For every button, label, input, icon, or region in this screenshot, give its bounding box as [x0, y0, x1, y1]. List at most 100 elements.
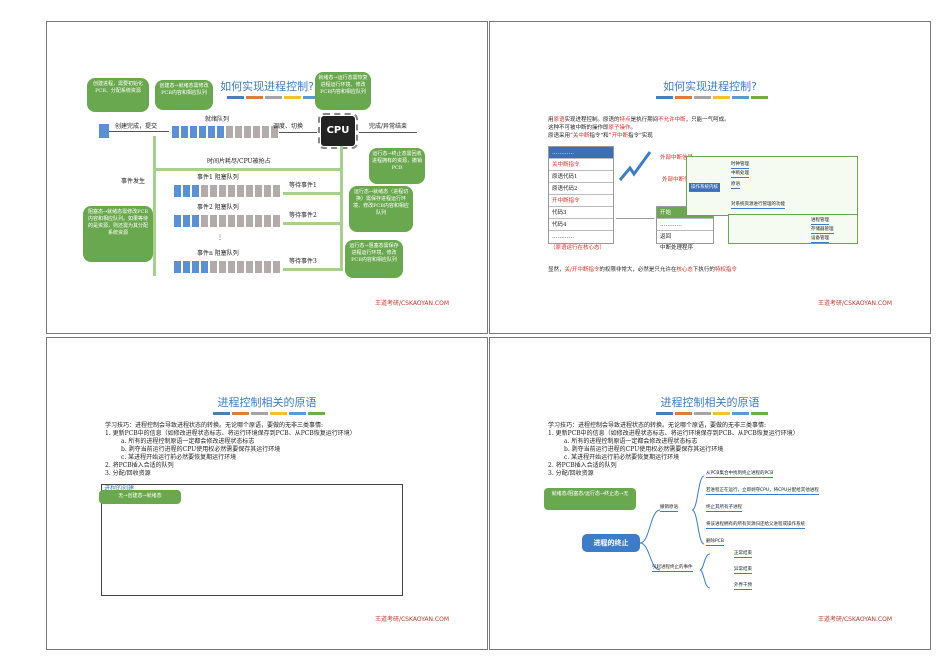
b2-item: 外界干预: [734, 583, 752, 590]
block-queue-n: [173, 260, 281, 274]
branch-1: 撤销原语: [660, 505, 678, 512]
arrow-wait2: [283, 222, 341, 225]
code-line: …………: [552, 234, 574, 240]
ext-signal-2: 外部中断信号: [662, 177, 696, 183]
item-1c: c. 某进程开始运行前必然要恢复期运行环境: [121, 454, 237, 461]
bubble-ready-run: 就绪态→运行态需恢复进程运行环境、修改PCB内容和相应队列: [315, 72, 371, 110]
bubble-block-ready: 阻塞态→就绪态需修改PCB内容和相应队列。如果等待的是资源，则还需为其分配系统资…: [83, 206, 153, 262]
arrow-return: [153, 136, 156, 276]
branch-2: 引起进程终止的事件: [652, 565, 693, 572]
block-queue-1: [173, 184, 281, 198]
label-bq1: 事件1 阻塞队列: [197, 174, 239, 181]
mind-item: 对系统资源进行管理的功能: [731, 202, 785, 209]
item-1c: c. 某进程开始运行前必然要恢复期运行环境: [564, 454, 680, 461]
code-line: 代码4: [549, 219, 613, 231]
item-1b: b. 剥夺当前运行进程的CPU使用权必然需要保存其运行环境: [564, 446, 724, 453]
watermark: 王道考研/CSKAOYAN.COM: [817, 616, 892, 623]
mind-item: 进程管理: [811, 218, 829, 225]
subtitle: 进程的创建: [104, 485, 135, 492]
item-2: 2. 将PCB插入合适的队列: [105, 462, 174, 469]
new-process-block: [99, 124, 109, 138]
dotted-link: [616, 218, 654, 219]
state-bubble: 就绪态/阻塞态/运行态→终止态→无: [544, 488, 636, 510]
item-1b: b. 剥夺当前运行进程的CPU使用权必然需要保存其运行环境: [121, 446, 281, 453]
item-1: 1. 更新PCB中的信息（如修改进程状态标志、将运行环境保存到PCB、从PCB恢…: [105, 430, 356, 437]
label-bqn: 事件n 阻塞队列: [197, 250, 239, 257]
code-line: …………: [549, 147, 613, 159]
kernel-mindmap: 操作系统内核 时钟管理 中断处理 原语 对系统资源进行管理的功能: [686, 156, 858, 216]
item-1a: a. 所有的进程控制原语一定都会修改进程状态标志: [121, 438, 255, 445]
item-1: 1. 更新PCB中的信息（如修改进程状态标志、将运行环境保存到PCB、从PCB恢…: [548, 430, 799, 437]
watermark: 王道考研/CSKAOYAN.COM: [374, 616, 449, 623]
mind-item: 时钟管理: [731, 162, 749, 169]
state-bubble: 无→创建态→就绪态: [99, 490, 181, 504]
item-1a: a. 所有的进程控制原语一定都会修改进程状态标志: [564, 438, 698, 445]
b1-item: 从PCB集合中找到终止进程的PCB: [706, 471, 774, 478]
arrow-wait1: [283, 192, 341, 195]
code-line: 开中断指令: [549, 195, 613, 207]
bubble-run-ready: 运行态→就绪态（进程切换）需保存进程运行环境、修改PCB内容和相应队列: [349, 186, 413, 232]
text-line-2: 这种不可被中断的操作即原子操作。: [548, 125, 637, 131]
tip: 学习技巧：进程控制会导致进程状态的转换。无论哪个原语，要做的无非三类事情:: [105, 422, 324, 429]
item-3: 3. 分配/回收资源: [105, 470, 151, 477]
label-wait3: 等待事件3: [289, 258, 317, 265]
slide-create-primitive[interactable]: 进程控制相关的原语 学习技巧：进程控制会导致进程状态的转换。无论哪个原语，要做的…: [46, 337, 488, 650]
slide-primitive-interrupt[interactable]: 如何实现进程控制? 用原语实现进程控制。原语的特点是执行期间不允许中断，只能一气…: [489, 21, 931, 334]
b1-item: 若进程正在运行，立即剥夺CPU，将CPU分配给其他进程: [706, 488, 819, 495]
b1-item: 将该进程拥有的所有资源归还给父进程或操作系统: [706, 522, 805, 529]
watermark: 王道考研/CSKAOYAN.COM: [374, 300, 449, 307]
lightning-arrow-icon: [618, 151, 652, 181]
handler-line: 返回: [660, 234, 672, 240]
color-bar: [656, 412, 768, 415]
arrow-timeout: [155, 168, 343, 171]
bubble-run-end: 运行态→终止态需回收进程拥有的资源，撤销PCB: [369, 148, 425, 184]
dots: ⋮: [217, 234, 223, 241]
bubble-create-ready: 创建态→就绪态需修改PCB内容和相应队列: [155, 80, 213, 110]
cpu-chip-icon: CPU: [318, 113, 358, 149]
slide-process-control-diagram[interactable]: 如何实现进程控制? 创建进程，需要初始化PCB、分配系统资源 创建态→就绪态需修…: [46, 21, 488, 334]
text-line-3: 原语采用“关中断指令”和“开中断指令”实现: [548, 133, 653, 139]
code-caption: （原语运行在核心态）: [550, 245, 606, 251]
code-line: 关中断指令: [549, 159, 613, 171]
label-event: 事件发生: [121, 178, 146, 185]
code-line: 原语代码1: [549, 171, 613, 183]
mind-item: 原语: [731, 182, 740, 189]
label-bq2: 事件2 阻塞队列: [197, 204, 239, 211]
arrow-finish: [359, 132, 417, 133]
handler-caption: 中断处理程序: [660, 245, 694, 251]
slide-title: 进程控制相关的原语: [217, 396, 317, 409]
mind-item: 中断处理: [731, 171, 749, 178]
arrow-dispatch: [279, 132, 317, 133]
label-finish: 完成/异常结束: [369, 123, 408, 130]
b2-item: 正常结束: [734, 551, 752, 558]
b1-item: 删除PCB: [706, 539, 724, 546]
block-queue-2: [173, 214, 281, 228]
slide-title: 如何实现进程控制?: [663, 80, 757, 93]
text-line-1: 用原语实现进程控制。原语的特点是执行期间不允许中断，只能一气呵成。: [548, 117, 730, 123]
code-line: 代码3: [549, 207, 613, 219]
slide-terminate-primitive[interactable]: 进程控制相关的原语 学习技巧：进程控制会导致进程状态的转换。无论哪个原语，要做的…: [489, 337, 931, 650]
ready-queue: [171, 125, 279, 139]
mind-item: 存储器管理: [811, 227, 834, 234]
b2-item: 异常结束: [734, 567, 752, 574]
arrow-wait3: [283, 268, 341, 271]
mind-item: 设备管理: [811, 236, 829, 243]
text-bottom: 显然，关/开中断指令的权限非常大，必然是只允许在核心态下执行的特权指令: [548, 267, 737, 273]
watermark: 王道考研/CSKAOYAN.COM: [817, 300, 892, 307]
mind-root: 操作系统内核: [689, 183, 720, 192]
label-ready-queue: 就绪队列: [205, 116, 230, 123]
ext-signal-1: 外部中断信号: [660, 155, 694, 161]
color-bar: [656, 96, 768, 99]
label-wait2: 等待事件2: [289, 212, 317, 219]
arrow-create: [109, 131, 169, 132]
b1-item: 终止其所有子进程: [706, 505, 742, 512]
code-listing: ………… 关中断指令 原语代码1 原语代码2 开中断指令 代码3 代码4 …………: [548, 146, 614, 244]
mindmap-links: [640, 475, 710, 589]
item-3: 3. 分配/回收资源: [548, 470, 594, 477]
slide-title: 如何实现进程控制?: [220, 80, 314, 93]
label-timeout: 时间片耗尽/CPU被抢占: [207, 158, 271, 165]
tip: 学习技巧：进程控制会导致进程状态的转换。无论哪个原语，要做的无非三类事情:: [548, 422, 767, 429]
label-create-submit: 创建完成，提交: [115, 123, 158, 130]
arrow-run-line: [340, 146, 343, 271]
mind-root: 进程的终止: [582, 534, 640, 552]
